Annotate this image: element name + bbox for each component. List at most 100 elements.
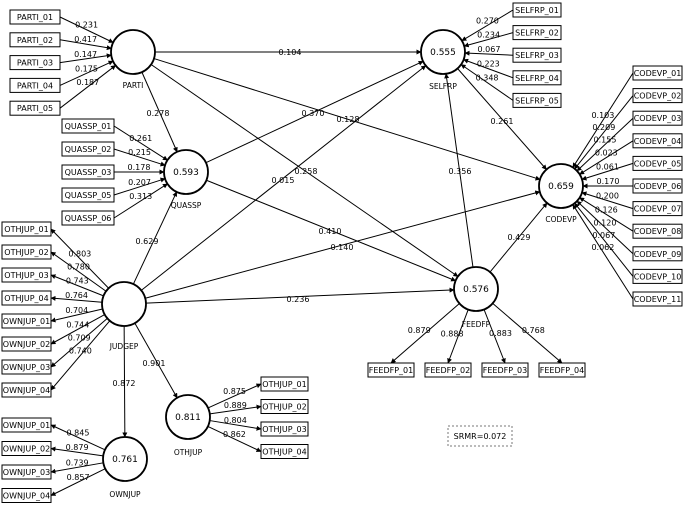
indicator-label: FEEDFP_03 — [483, 366, 527, 375]
indicator-weight: 0.231 — [75, 21, 98, 30]
indicator-box — [538, 362, 586, 378]
indicator-label: CODEVP_05 — [634, 159, 682, 168]
indicator-label: OWNJUP_04 — [3, 386, 50, 395]
indicator-box — [61, 187, 115, 203]
indicator-weight: 0.270 — [476, 16, 499, 25]
indicator-label: OWNJUP_01 — [3, 421, 50, 430]
indicator-weight: 0.803 — [68, 250, 91, 259]
path-edge — [457, 68, 547, 170]
path-coefficient: 0.356 — [449, 167, 472, 176]
construct-r2: 0.761 — [112, 455, 138, 465]
indicator-label: CODEVP_07 — [634, 205, 682, 214]
indicator-label: PARTI_04 — [17, 81, 53, 90]
indicator-box — [1, 221, 52, 237]
indicator-edge — [50, 317, 108, 368]
construct-name: FEEDFP — [462, 320, 491, 329]
indicator-edge — [50, 462, 104, 474]
indicator-weight: 0.764 — [65, 291, 88, 300]
indicator-weight: 0.804 — [224, 416, 247, 425]
indicator-weight: 0.845 — [67, 428, 90, 437]
indicator-label: OTHJUP_03 — [4, 271, 48, 280]
indicator-weight: 0.862 — [223, 430, 246, 439]
construct-r2: 0.811 — [175, 413, 201, 423]
indicator-box — [632, 201, 683, 217]
indicator-edge — [113, 177, 166, 196]
indicator-label: SELFRP_01 — [515, 6, 559, 15]
indicator-label: CODEVP_09 — [634, 250, 682, 259]
indicator-box — [632, 223, 683, 239]
indicator-weight: 0.879 — [66, 443, 89, 452]
indicator-box — [481, 362, 529, 378]
indicator-box — [260, 399, 309, 414]
indicator-weight: 0.879 — [408, 326, 431, 335]
indicator-label: CODEVP_08 — [634, 227, 682, 236]
indicator-edge — [579, 140, 634, 175]
indicator-box — [512, 25, 562, 41]
path-edge — [145, 190, 541, 299]
indicator-weight: 0.768 — [522, 326, 545, 335]
indicator-weight: 0.261 — [129, 134, 152, 143]
indicator-edge — [50, 424, 106, 451]
construct-name: OWNJUP — [109, 490, 141, 499]
indicator-box — [512, 92, 562, 108]
indicator-box — [1, 441, 52, 456]
indicator-label: PARTI_02 — [17, 36, 53, 45]
indicator-weight: 0.417 — [74, 35, 97, 44]
indicator-label: PARTI_05 — [17, 104, 53, 113]
indicator-weight: 0.857 — [67, 473, 90, 482]
indicator-weight: 0.704 — [65, 306, 88, 315]
indicator-edge — [461, 9, 514, 42]
indicator-box — [632, 155, 683, 171]
path-coefficient: 0.128 — [337, 115, 360, 124]
indicator-box — [632, 268, 683, 284]
indicator-edge — [50, 251, 107, 292]
indicator-box — [9, 9, 61, 25]
construct-circle — [165, 394, 211, 440]
indicator-edge — [574, 202, 634, 277]
indicator-box — [512, 47, 562, 63]
path-coefficient: 0.429 — [508, 233, 531, 242]
indicator-box — [61, 118, 115, 134]
indicator-edge — [59, 39, 112, 51]
srmr-label: SRMR=0.072 — [454, 432, 507, 441]
indicator-box — [632, 88, 683, 104]
indicator-weight: 0.744 — [66, 320, 89, 329]
indicator-edge — [113, 125, 168, 161]
indicator-box — [512, 70, 562, 86]
path-coefficient: 0.370 — [302, 109, 325, 118]
indicator-edge — [576, 117, 634, 172]
indicator-edge — [59, 60, 114, 86]
path-edge — [132, 191, 178, 285]
path-coefficient: 0.258 — [295, 167, 318, 176]
indicator-box — [424, 362, 472, 378]
indicator-box — [512, 2, 562, 18]
indicator-weight: 0.103 — [591, 111, 614, 120]
path-coefficient: 0.015 — [272, 176, 295, 185]
indicator-label: CODEVP_10 — [634, 272, 682, 281]
indicator-edge — [463, 58, 514, 79]
indicator-weight: 0.062 — [591, 243, 614, 252]
indicator-box — [1, 417, 52, 433]
path-edge — [145, 287, 455, 304]
indicator-edge — [50, 446, 104, 457]
indicator-edge — [390, 303, 460, 364]
indicator-label: OTHJUP_02 — [4, 248, 48, 257]
indicator-box — [632, 133, 683, 149]
indicator-label: QUASSP_05 — [65, 191, 112, 200]
indicator-edge — [113, 183, 168, 219]
indicator-box — [1, 488, 52, 503]
indicator-weight: 0.067 — [478, 45, 501, 54]
indicator-edge — [574, 95, 634, 170]
indicator-label: CODEVP_03 — [634, 114, 682, 123]
indicator-edge — [113, 148, 166, 167]
indicator-edge — [576, 200, 634, 255]
path-coefficient: 0.901 — [143, 359, 166, 368]
path-coefficient: 0.410 — [319, 227, 342, 236]
indicator-edge — [460, 64, 514, 101]
indicator-box — [61, 164, 115, 180]
indicator-weight: 0.187 — [76, 78, 99, 87]
path-edge — [134, 322, 178, 399]
indicator-edge — [447, 309, 469, 364]
indicator-label: FEEDFP_02 — [426, 366, 470, 375]
